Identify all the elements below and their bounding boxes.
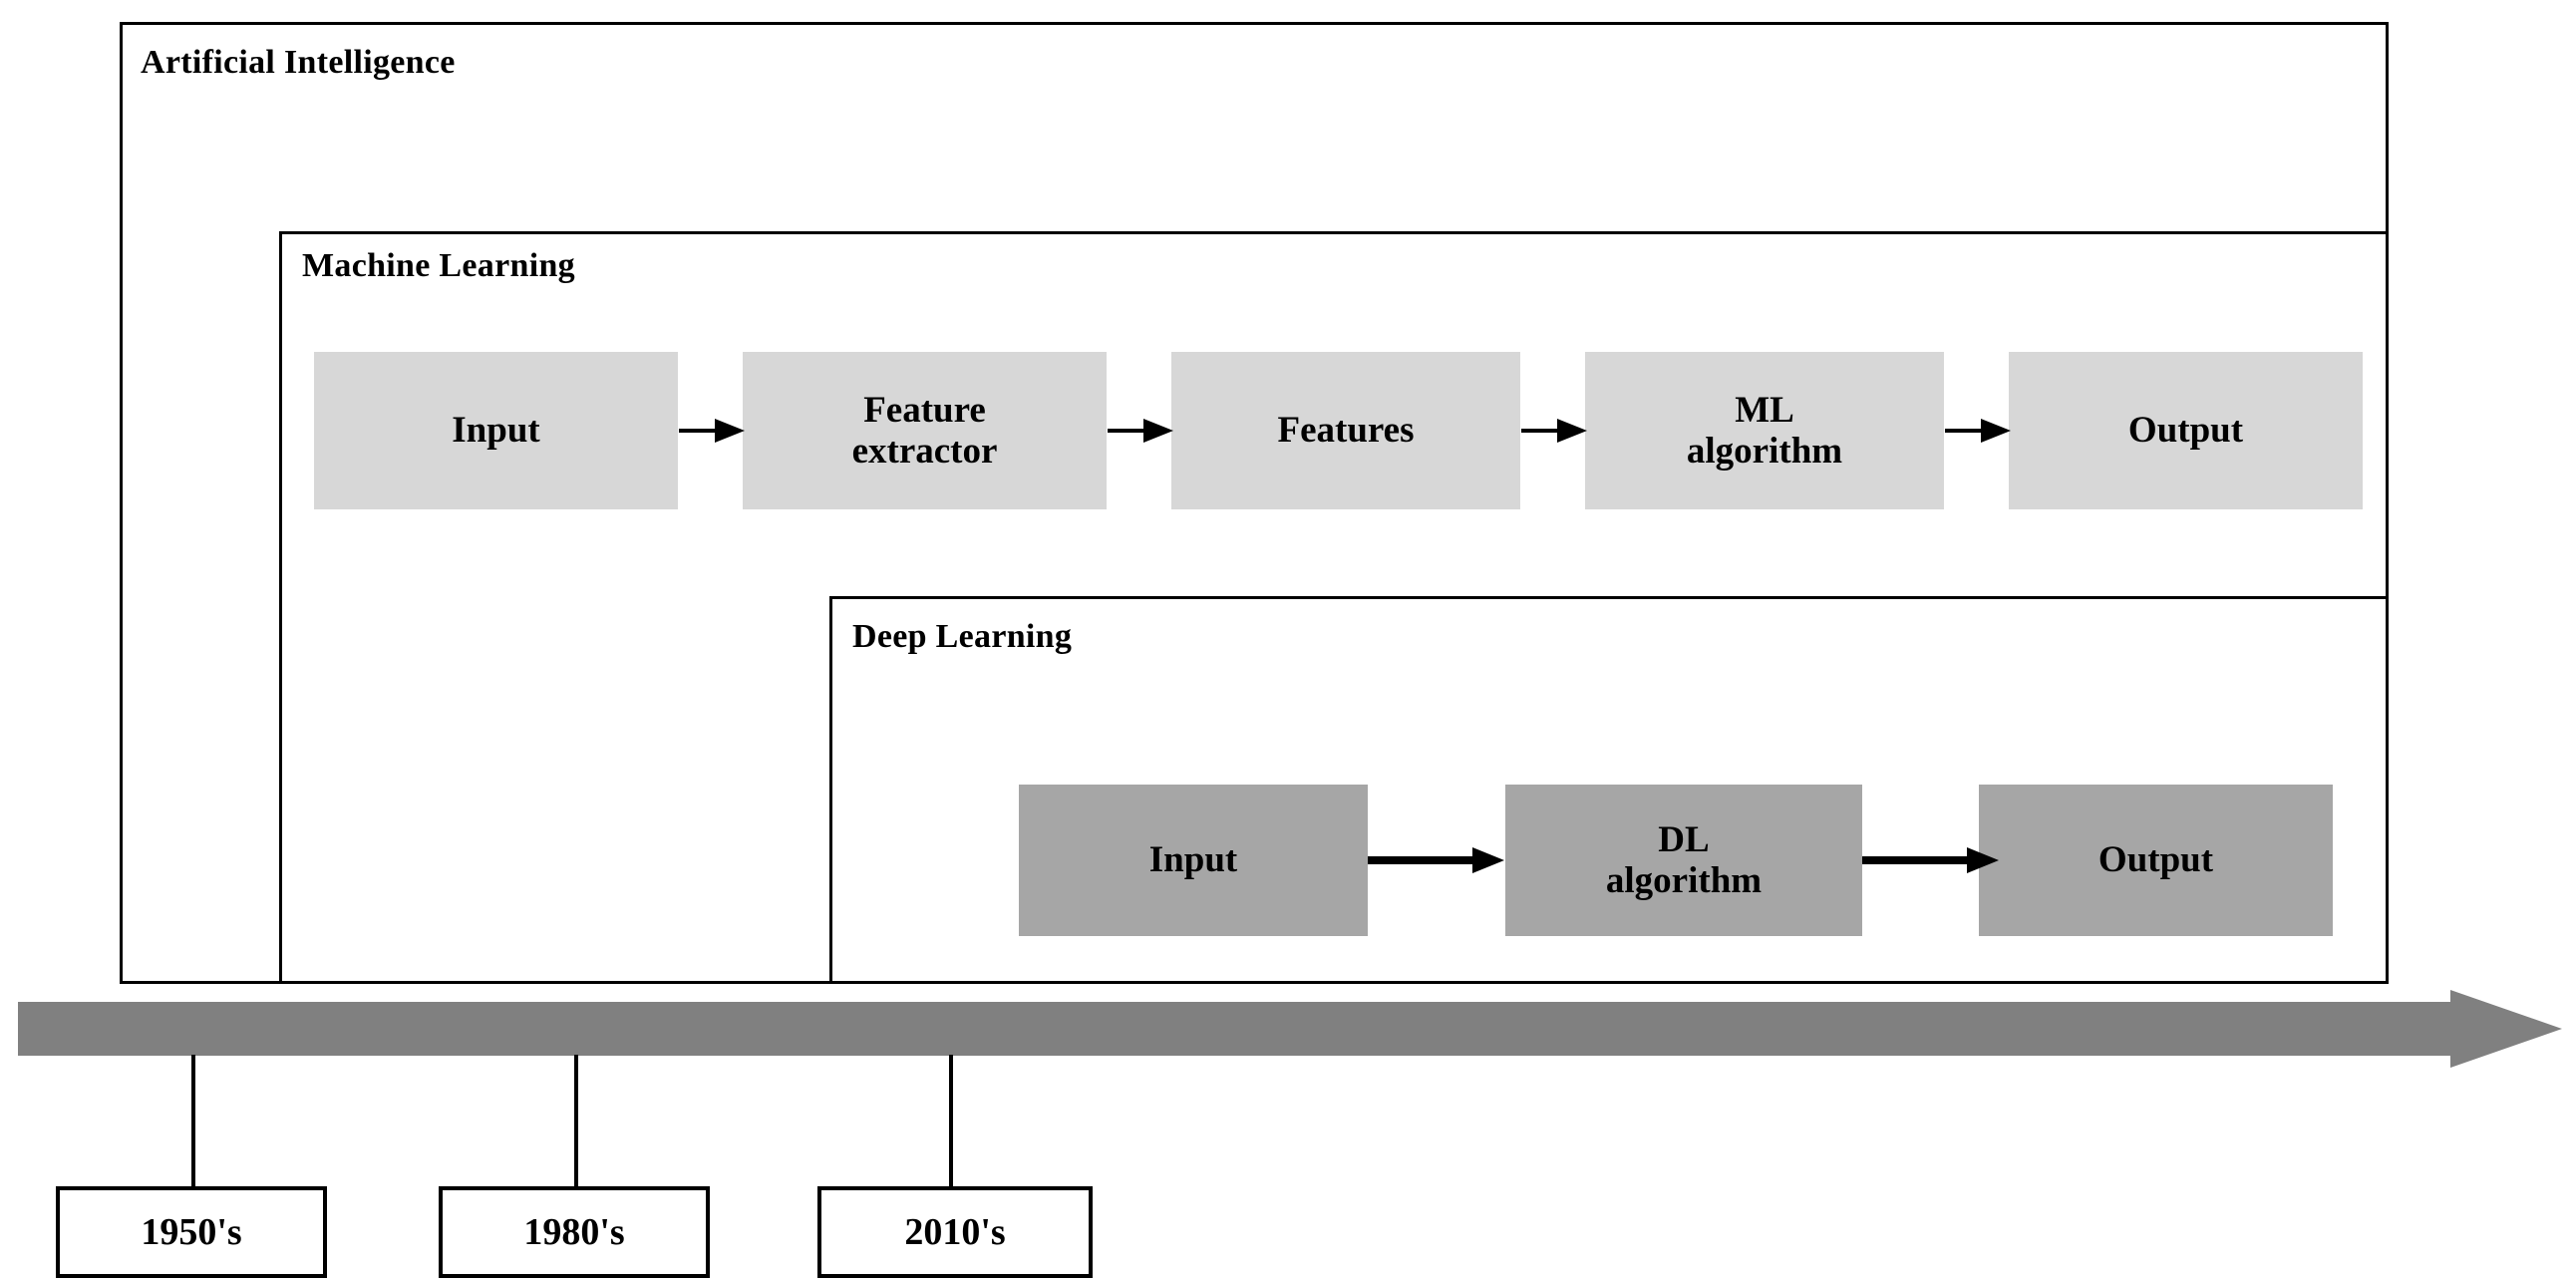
ml-node-feature-extractor-line1: Feature: [863, 389, 986, 431]
dl-arrow-right-icon-1: [1368, 847, 1504, 873]
ml-node-ml-algorithm-label: ML algorithm: [1687, 390, 1842, 473]
dl-node-dl-algorithm-label: DL algorithm: [1606, 819, 1762, 902]
ml-node-output: Output: [2009, 352, 2363, 509]
timeline-year-box-1: 1950's: [56, 1186, 327, 1278]
ml-node-ml-algorithm-line2: algorithm: [1686, 431, 1843, 472]
ml-node-ml-algorithm-line1: ML: [1735, 389, 1794, 431]
ml-node-features-label: Features: [1277, 410, 1415, 452]
dl-node-output-label: Output: [2097, 839, 2214, 881]
ml-arrow-right-icon-2: [1108, 419, 1173, 443]
ml-node-input-label: Input: [452, 410, 540, 452]
dl-node-input-label: Input: [1148, 839, 1238, 881]
timeline-year-box-2: 1980's: [439, 1186, 710, 1278]
ml-arrow-right-icon-3: [1521, 419, 1587, 443]
dl-node-output: Output: [1979, 785, 2333, 936]
dl-node-dl-algorithm-line1: DL: [1658, 818, 1710, 860]
timeline-year-label-3: 2010's: [904, 1211, 1006, 1253]
dl-arrow-right-icon-2: [1862, 847, 1999, 873]
ml-node-output-label: Output: [2127, 410, 2244, 452]
dl-node-dl-algorithm: DL algorithm: [1505, 785, 1862, 936]
deep-learning-label: Deep Learning: [852, 618, 1073, 655]
dl-node-dl-algorithm-line2: algorithm: [1605, 860, 1763, 901]
ml-node-feature-extractor: Feature extractor: [743, 352, 1107, 509]
ml-arrow-right-icon-1: [679, 419, 745, 443]
ml-node-feature-extractor-label: Feature extractor: [852, 390, 998, 473]
machine-learning-label: Machine Learning: [302, 247, 575, 284]
ml-node-ml-algorithm: ML algorithm: [1585, 352, 1944, 509]
deep-learning-container: [829, 596, 2389, 984]
timeline-year-label-2: 1980's: [523, 1211, 625, 1253]
timeline-year-box-3: 2010's: [817, 1186, 1093, 1278]
dl-node-input: Input: [1019, 785, 1368, 936]
timeline-tick-1950s: [191, 1055, 195, 1188]
ml-node-input: Input: [314, 352, 678, 509]
timeline-tick-1980s: [574, 1055, 578, 1188]
ml-node-feature-extractor-line2: extractor: [851, 431, 998, 472]
artificial-intelligence-label: Artificial Intelligence: [141, 44, 456, 81]
ml-node-features: Features: [1171, 352, 1520, 509]
timeline-arrow-right-icon: [18, 990, 2562, 1068]
timeline-tick-2010s: [949, 1055, 953, 1188]
timeline-year-label-1: 1950's: [141, 1211, 242, 1253]
ml-arrow-right-icon-4: [1945, 419, 2011, 443]
